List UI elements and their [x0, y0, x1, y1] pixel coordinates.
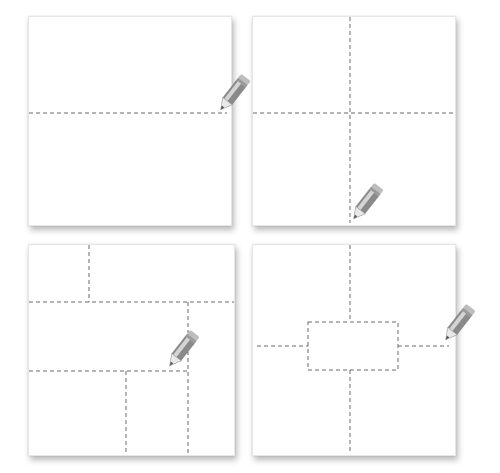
center-box-fold-line	[307, 321, 399, 371]
pencil-icon	[169, 330, 199, 367]
fold-lines	[257, 245, 449, 453]
pencil-icon	[353, 183, 383, 220]
fold-lines	[29, 245, 234, 453]
pencil-icon	[220, 74, 250, 111]
fold-lines	[253, 17, 455, 223]
pencil-icon	[445, 304, 475, 341]
paper-panel-4	[252, 244, 475, 456]
paper-panel-1	[28, 16, 250, 226]
paper-panel-2	[252, 16, 456, 226]
paper-panel-3	[28, 244, 235, 456]
fold-lines	[29, 112, 227, 114]
